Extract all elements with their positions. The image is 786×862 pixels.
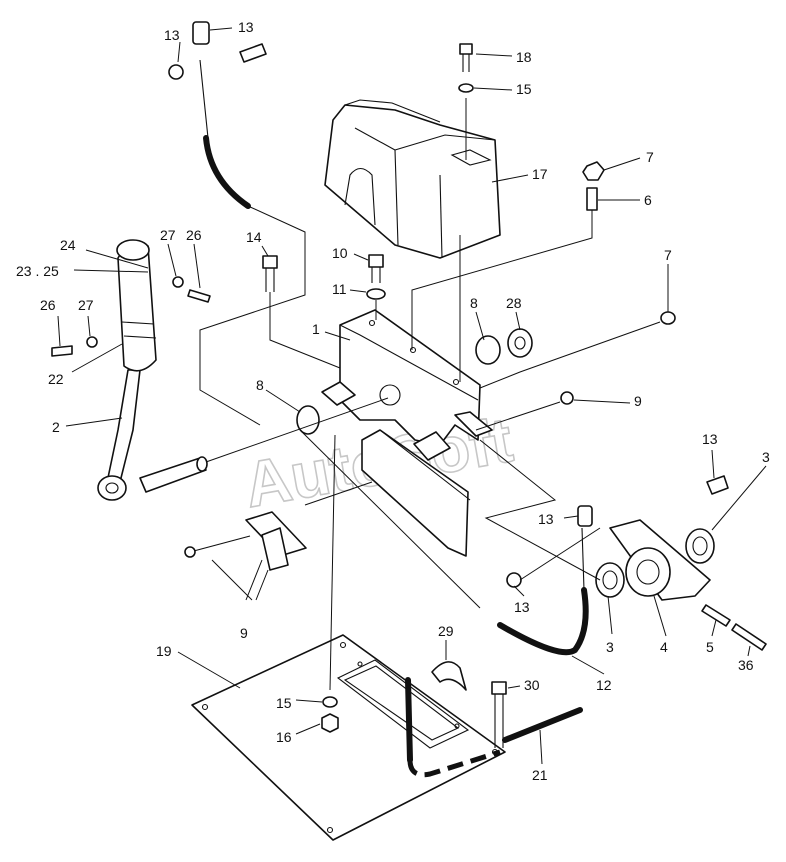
- callout-19: 19: [156, 643, 172, 659]
- callout-17: 17: [532, 166, 548, 182]
- callout-13: 13: [238, 19, 254, 35]
- callout-36: 36: [738, 657, 754, 673]
- callout-8: 8: [470, 295, 478, 311]
- callout-9: 9: [634, 393, 642, 409]
- callout-11: 11: [332, 281, 347, 297]
- callout-18: 18: [516, 49, 532, 65]
- callout-26: 26: [40, 297, 56, 313]
- callout-15: 15: [276, 695, 292, 711]
- callout-22: 22: [48, 371, 64, 387]
- callout-30: 30: [524, 677, 540, 693]
- callout-13: 13: [514, 599, 530, 615]
- callout-28: 28: [506, 295, 522, 311]
- cover: [324, 99, 501, 259]
- leader-lines: [57, 27, 767, 765]
- callout-27: 27: [160, 227, 176, 243]
- callout-13: 13: [538, 511, 554, 527]
- callouts: 13 13 18 15 7 17 6 14 10 11 24 27 26 23 …: [16, 19, 770, 783]
- callout-12: 12: [596, 677, 612, 693]
- callout-14: 14: [246, 229, 262, 245]
- callout-10: 10: [332, 245, 348, 261]
- callout-3: 3: [762, 449, 770, 465]
- callout-1: 1: [312, 321, 320, 337]
- cables: [199, 59, 589, 778]
- callout-2: 2: [52, 419, 60, 435]
- callout-24: 24: [60, 237, 76, 253]
- callout-26: 26: [186, 227, 202, 243]
- right-housing: [595, 519, 767, 651]
- callout-7: 7: [646, 149, 654, 165]
- shift-lever: [97, 239, 208, 501]
- callout-16: 16: [276, 729, 292, 745]
- callout-9: 9: [240, 625, 248, 641]
- callout-8: 8: [256, 377, 264, 393]
- callout-21: 21: [532, 767, 548, 783]
- callout-4: 4: [660, 639, 668, 655]
- callout-23-25: 23 . 25: [16, 263, 59, 279]
- callout-27: 27: [78, 297, 94, 313]
- callout-3: 3: [606, 639, 614, 655]
- callout-7: 7: [664, 247, 672, 263]
- bolt-18: [459, 43, 473, 55]
- callout-15: 15: [516, 81, 532, 97]
- callout-5: 5: [706, 639, 714, 655]
- base-plate: [191, 634, 506, 841]
- callout-13: 13: [702, 431, 718, 447]
- callout-13: 13: [164, 27, 180, 43]
- assembly-lines: [199, 98, 661, 691]
- callout-29: 29: [438, 623, 454, 639]
- callout-6: 6: [644, 192, 652, 208]
- shift-bracket: [321, 309, 493, 557]
